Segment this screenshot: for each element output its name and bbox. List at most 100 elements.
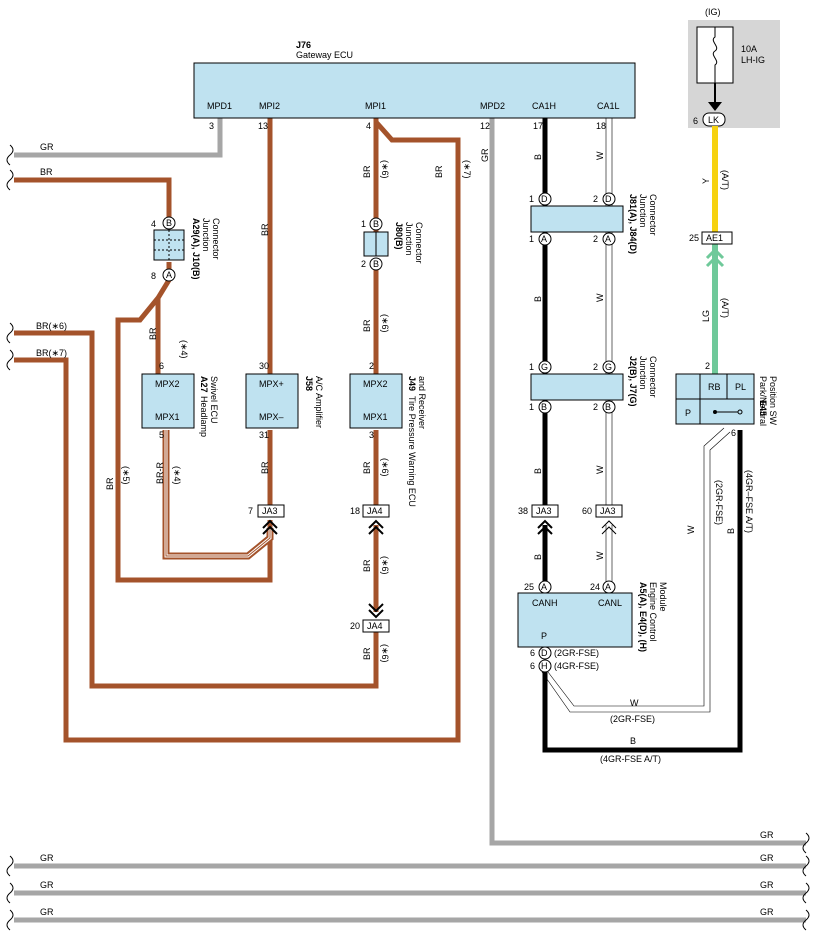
lk-term: LK (708, 115, 719, 125)
a27-pin2: 5 (159, 430, 164, 440)
j81-t1: D (541, 194, 548, 204)
ecm-pinnum-l: 24 (590, 582, 600, 592)
lbl-w-4: W (595, 551, 605, 560)
j80-pin-top (369, 217, 383, 231)
j81-p4: 2 (593, 234, 598, 244)
j2-t3: B (541, 402, 547, 412)
j2-code: J2(B), J7(G) (628, 356, 638, 407)
j2-p4: 2 (593, 402, 598, 412)
wire-gr-mpd1 (14, 118, 223, 158)
break-mark-icon (802, 909, 810, 931)
a29-l2: Connector (211, 218, 221, 260)
lbl-4gr-e45: (4GR–FSE A/T) (744, 470, 754, 533)
ecm-term-d: D (541, 648, 548, 658)
lbl-br6: BR(∗6) (36, 321, 67, 331)
lbl-w-2: W (595, 293, 605, 302)
j58-t2: MPX– (259, 412, 284, 422)
a27-code: A27 (199, 376, 209, 393)
wire-w-ca1l (605, 118, 613, 505)
j80-term-bot: B (373, 259, 379, 269)
a29-term-top: B (166, 218, 172, 228)
lbl-br-ja4-lower: BR (362, 647, 372, 660)
ecm-term-l: A (605, 582, 611, 592)
break-mark-icon (6, 909, 14, 931)
e45-contact-icon (713, 410, 717, 414)
lbl-at-lg: (A/T) (720, 298, 730, 318)
lbl-br-top: BR (40, 167, 53, 177)
lbl-br-star7: BR (434, 165, 444, 178)
j2-pin-1 (538, 360, 552, 374)
ja3-left-pin: 7 (248, 506, 253, 516)
ja3-left-box (257, 504, 285, 518)
j58-pin1: 30 (259, 361, 269, 371)
j81-p2: 2 (593, 194, 598, 204)
a29-code: A29(A), J10(B) (191, 218, 201, 280)
e45-code: E45 (758, 400, 768, 416)
j80-code: J80(B) (394, 222, 404, 250)
e45-grid (676, 374, 754, 424)
break-mark-icon (6, 882, 14, 904)
j2-p2: 2 (593, 362, 598, 372)
lbl-w-1: W (595, 151, 605, 160)
ecm-term-h: A (541, 582, 547, 592)
e45-l1: Park/Neutral (758, 376, 768, 426)
j49-l2: and Receiver (417, 376, 427, 429)
break-mark-icon (6, 322, 14, 344)
e45-contact-open-icon (737, 409, 743, 415)
gateway-pin-17: 17 (533, 121, 543, 131)
j80-l2: Connector (414, 222, 424, 264)
ecm-pinnum-hh: 6 (530, 661, 535, 671)
j58-pin2: 31 (259, 430, 269, 440)
e45-l2: Position SW (768, 376, 778, 426)
lbl-n6-j49: (∗6) (380, 458, 390, 477)
j81-code: J81(A), J84(D) (628, 194, 638, 254)
lbl-n6-ja4-lower: (∗6) (380, 644, 390, 663)
ja3-ecm-h-pin: 38 (518, 506, 528, 516)
e45-pl: PL (735, 382, 746, 392)
lbl-br7: BR(∗7) (36, 348, 67, 358)
ecm-pin-hh (538, 659, 552, 673)
lbl-n4-brr: (∗4) (172, 466, 182, 485)
a29-pinnum-bot: 8 (151, 271, 156, 281)
gateway-term-ca1l: CA1L (597, 101, 620, 111)
break-mark-icon (802, 882, 810, 904)
lbl-2gr-bottom: (2GR-FSE) (610, 714, 655, 724)
j2-pin-4 (602, 400, 616, 414)
ecm-p: P (541, 631, 547, 641)
ecm-l1: Engine Control (648, 582, 658, 642)
ecm-canl: CANL (598, 598, 622, 608)
ja3-ecm-l: JA3 (600, 506, 616, 516)
fuse-icon (712, 27, 718, 83)
wire-br-a29-loop (115, 262, 273, 583)
ecm-canh: CANH (532, 598, 558, 608)
lbl-br-j58: BR (260, 461, 270, 474)
j81-pin-1 (538, 192, 552, 206)
wire-w-ja3-ecm (605, 525, 613, 585)
j80-l1: Junction (404, 222, 414, 256)
j2-pin-2 (602, 360, 616, 374)
j81-t4: A (605, 234, 611, 244)
j80-term-top: B (373, 219, 379, 229)
e45-pin-bot: 6 (731, 428, 736, 438)
wire-brr-outer (162, 430, 274, 560)
lbl-br-j49: BR (362, 461, 372, 474)
lk-pin: 6 (693, 116, 698, 126)
a29-pin-bot (162, 268, 176, 282)
a27-ecu-box (141, 373, 195, 429)
wire-b-ecm-e45 (542, 430, 743, 753)
j2-pin-3 (538, 400, 552, 414)
lbl-gr-r4: GR (760, 907, 774, 917)
lbl-gr-r1: GR (760, 830, 774, 840)
break-mark-icon (802, 832, 810, 854)
gateway-pin-13: 13 (258, 121, 268, 131)
j81-p1: 1 (529, 194, 534, 204)
j2-l1: Junction (638, 356, 648, 390)
gateway-pin-4: 4 (366, 121, 371, 131)
break-mark-icon (6, 855, 14, 877)
wire-brr-inner (164, 430, 272, 558)
a27-pin1: 6 (159, 361, 164, 371)
ja3-ecm-l-chevron-icon (601, 520, 617, 535)
lbl-n5: (∗5) (121, 466, 131, 485)
lbl-lg: LG (701, 310, 711, 322)
wire-brr-core (165, 430, 271, 557)
